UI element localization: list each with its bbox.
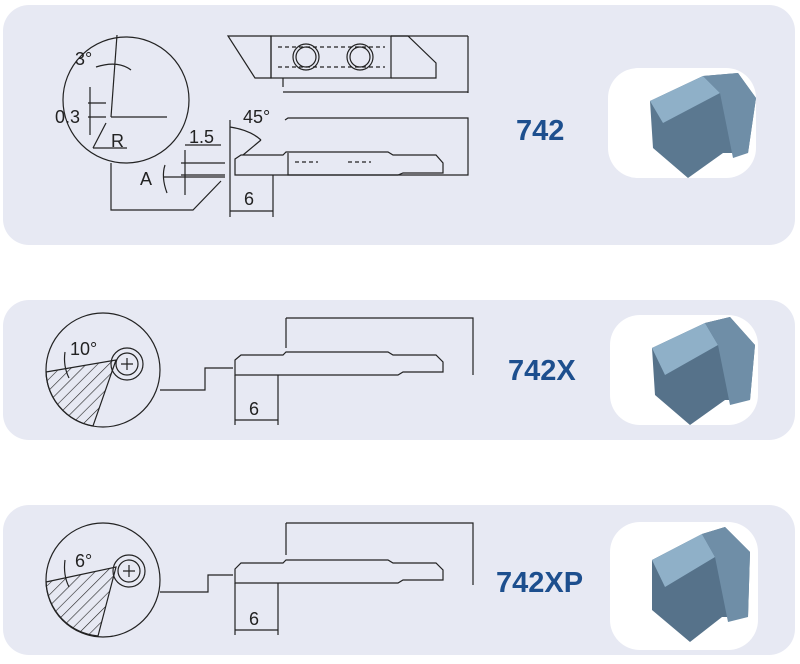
- variant-code: 742X: [508, 355, 576, 387]
- dim-angle: 6°: [75, 551, 92, 571]
- dim-clearance: A: [140, 169, 152, 189]
- dim-width: 6: [244, 189, 254, 209]
- dim-radius: R: [111, 131, 124, 151]
- variant-code: 742XP: [496, 567, 584, 599]
- dim-angle: 10°: [70, 339, 97, 359]
- technical-drawing-742x: 10° 6: [45, 312, 474, 428]
- insert-image: [610, 315, 758, 425]
- variant-panel-742: 3° 0.3 R 45° 1.5 A 6 742: [3, 5, 795, 245]
- insert-3d-icon: [652, 527, 750, 642]
- insert-image: [608, 68, 756, 178]
- dim-width: 6: [249, 609, 259, 629]
- dim-offset: 1.5: [189, 127, 214, 147]
- dim-chamfer-angle: 45°: [243, 107, 270, 127]
- insert-image: [610, 522, 758, 650]
- dim-angle: 3°: [75, 49, 92, 69]
- dim-edge: 0.3: [55, 107, 80, 127]
- variant-panel-742x: 10° 6 742X: [3, 300, 795, 440]
- variant-panel-742xp: 6° 6 742XP: [3, 505, 795, 655]
- technical-drawing-742xp: 6° 6: [45, 522, 474, 638]
- variant-code: 742: [516, 115, 565, 147]
- technical-drawing-742: 3° 0.3 R 45° 1.5 A 6: [55, 34, 469, 217]
- dim-width: 6: [249, 399, 259, 419]
- insert-3d-icon: [652, 317, 755, 425]
- insert-3d-icon: [650, 73, 756, 178]
